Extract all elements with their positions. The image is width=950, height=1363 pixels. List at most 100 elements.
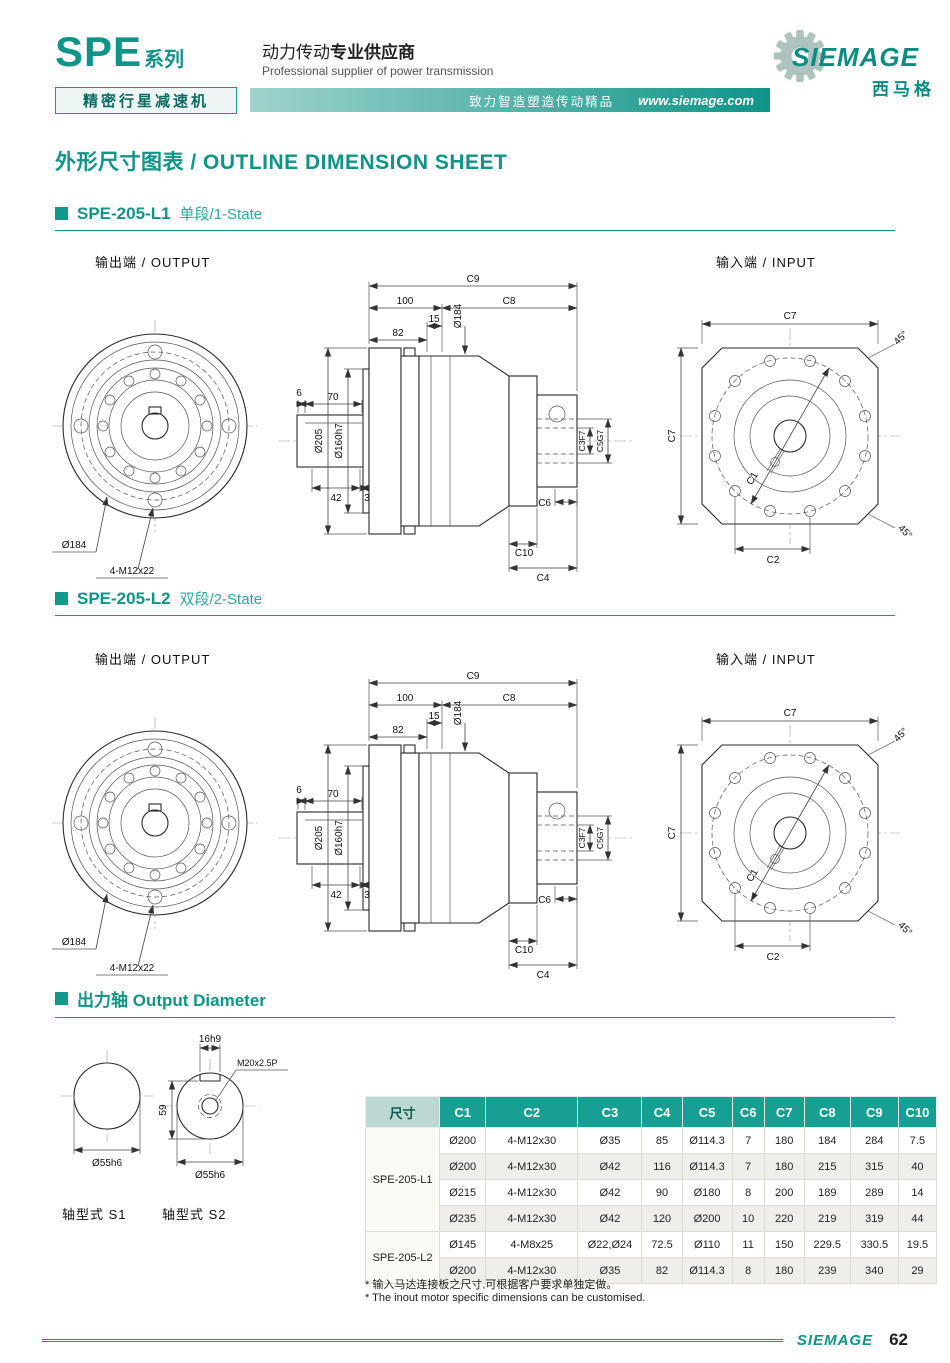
dim-label-c8: C8 [503, 693, 516, 704]
dim-cell: Ø22,Ø24 [577, 1231, 643, 1258]
dim-label-100: 100 [397, 693, 414, 704]
dim-label-dia205: Ø205 [314, 428, 325, 453]
dim-label-c9: C9 [467, 671, 480, 682]
side-section-view: C9 100 C8 15 82 Ø184 Ø205 [272, 256, 642, 591]
dim-cell: Ø114.3 [681, 1153, 733, 1180]
col-header: C6 [731, 1096, 765, 1128]
col-header: 尺寸 [364, 1096, 441, 1128]
dim-label-dia184: Ø184 [453, 700, 464, 725]
dim-label-100: 100 [397, 296, 414, 307]
dim-cell: 180 [763, 1153, 805, 1180]
model-cell: SPE-205-L2 [364, 1231, 441, 1284]
col-header: C3 [577, 1096, 643, 1128]
shaft-s2-view: 16h9 M20x2.5P 59 Ø55h6 [140, 1014, 295, 1199]
dim-cell: 19.5 [897, 1231, 938, 1258]
dim-label-82: 82 [392, 725, 404, 736]
col-header: C9 [849, 1096, 899, 1128]
shaft-s1-view: Ø55h6 [52, 1038, 162, 1193]
dim-cell: 340 [849, 1257, 899, 1284]
dim-label-dia55-s2: Ø55h6 [195, 1170, 225, 1181]
dim-label-thread: M20x2.5P [237, 1058, 278, 1068]
dim-cell: 7.5 [897, 1127, 938, 1154]
brand-name-cn: 西马格 [872, 80, 935, 99]
shaft-s2-label: 轴型式 S2 [162, 1207, 227, 1222]
gear-icon [773, 29, 827, 83]
series-suffix: 系列 [144, 49, 185, 71]
section-header-l2: SPE-205-L2 双段/2-State [55, 588, 895, 616]
dim-cell: 7 [731, 1127, 765, 1154]
dim-cell: 289 [849, 1179, 899, 1206]
section-header-l1: SPE-205-L1 单段/1-State [55, 203, 895, 231]
dim-cell: Ø35 [577, 1257, 643, 1284]
dim-cell: Ø200 [439, 1153, 487, 1180]
section-title: SPE-205-L2 [77, 588, 171, 608]
dim-label-c6: C6 [538, 895, 551, 906]
dim-cell: Ø114.3 [681, 1257, 733, 1284]
dim-cell: 4-M12x30 [485, 1179, 579, 1206]
dim-label-45-top: 45° [892, 726, 910, 744]
dim-cell: Ø35 [577, 1127, 643, 1154]
dim-cell: 229.5 [803, 1231, 851, 1258]
website-link[interactable]: www.siemage.com [638, 92, 754, 108]
dim-cell: Ø200 [681, 1205, 733, 1232]
dim-cell: Ø180 [681, 1179, 733, 1206]
tagline-cn: 动力传动专业供应商 [262, 43, 415, 62]
dim-cell: 4-M12x30 [485, 1257, 579, 1284]
series-badge: 精密行星减速机 [55, 87, 237, 114]
dim-cell: 315 [849, 1153, 899, 1180]
dim-cell: 7 [731, 1153, 765, 1180]
dim-label-c3f7: C3F7 [577, 827, 587, 848]
dim-cell: 150 [763, 1231, 805, 1258]
dim-label-dia184: Ø184 [62, 540, 87, 551]
col-header: C1 [439, 1096, 487, 1128]
dim-cell: 85 [641, 1127, 683, 1154]
header-banner: 致力智造塑造传动精品 www.siemage.com [250, 88, 770, 112]
dim-label-c5g7: C5G7 [595, 430, 605, 452]
brand-logo: SIEMAGE 西马格 [772, 26, 937, 100]
dim-cell: Ø114.3 [681, 1127, 733, 1154]
dim-cell: 215 [803, 1153, 851, 1180]
banner-slogan: 致力智造塑造传动精品 [469, 94, 615, 109]
dim-label-3: 3 [364, 890, 370, 901]
dim-cell: 180 [763, 1257, 805, 1284]
footnote-cn: * 输入马达连接板之尺寸,可根据客户要求单独定做。 [365, 1279, 618, 1291]
dim-label-59: 59 [158, 1104, 169, 1116]
dim-cell: Ø200 [439, 1257, 487, 1284]
dim-label-c4: C4 [537, 573, 550, 584]
input-view-label: 输入端 / INPUT [716, 652, 816, 667]
dim-cell: 44 [897, 1205, 938, 1232]
shaft-s1-label: 轴型式 S1 [62, 1207, 127, 1222]
drawing-row-l2: 输出端 / OUTPUT 输入端 / INPUT [0, 637, 950, 987]
dim-label-c7-left: C7 [667, 826, 678, 839]
dim-label-6: 6 [296, 388, 302, 399]
dim-label-45-bottom: 45° [896, 523, 914, 541]
model-cell: SPE-205-L1 [364, 1127, 441, 1232]
dim-label-dia184: Ø184 [62, 937, 87, 948]
dim-label-6: 6 [296, 785, 302, 796]
tagline-en: Professional supplier of power transmiss… [262, 64, 494, 78]
dim-cell: 4-M12x30 [485, 1127, 579, 1154]
side-section-view: C9 100 C8 15 82 Ø184 Ø205 [272, 653, 642, 988]
dim-label-c5g7: C5G7 [595, 827, 605, 849]
dim-label-dia55-s1: Ø55h6 [92, 1158, 122, 1169]
dim-cell: 180 [763, 1127, 805, 1154]
dim-cell: Ø215 [439, 1179, 487, 1206]
section-bullet [55, 592, 68, 605]
dim-cell: 200 [763, 1179, 805, 1206]
col-header: C8 [803, 1096, 851, 1128]
dim-label-45-bottom: 45° [896, 920, 914, 938]
section-bullet [55, 207, 68, 220]
dim-label-c10: C10 [515, 548, 534, 559]
dim-cell: 4-M12x30 [485, 1205, 579, 1232]
section-subtitle: 单段/1-State [179, 206, 263, 223]
dim-label-15: 15 [428, 711, 440, 722]
dim-cell: Ø110 [681, 1231, 733, 1258]
dim-label-3: 3 [364, 493, 370, 504]
dim-cell: Ø42 [577, 1179, 643, 1206]
dim-label-70: 70 [327, 392, 339, 403]
